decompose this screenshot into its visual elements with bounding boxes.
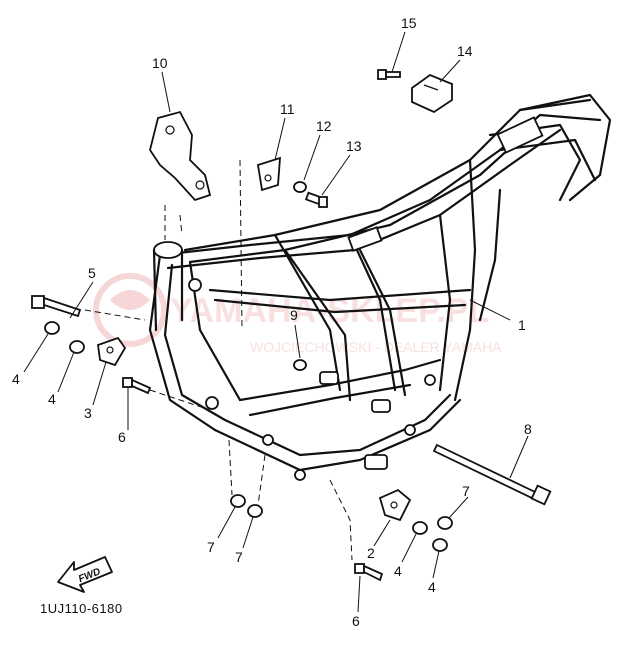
callout-13: 13 bbox=[346, 138, 362, 154]
callout-6a: 6 bbox=[118, 429, 126, 445]
part-13-bolt bbox=[304, 191, 328, 208]
callout-6b: 6 bbox=[352, 613, 360, 629]
main-frame bbox=[148, 93, 612, 481]
part-9-nut bbox=[293, 359, 307, 371]
leader-lines bbox=[23, 31, 529, 613]
watermark-sub: WOJCIECHOWSKI - DEALER YAMAHA bbox=[250, 339, 502, 355]
part-4-nuts bbox=[44, 321, 448, 552]
callout-4b: 4 bbox=[48, 391, 56, 407]
callout-5: 5 bbox=[88, 265, 96, 281]
part-2-bracket bbox=[378, 488, 412, 522]
diagram-code: 1UJ110-6180 bbox=[40, 601, 123, 616]
part-10-bracket bbox=[149, 110, 212, 240]
callout-4d: 4 bbox=[428, 579, 436, 595]
part-7-nuts bbox=[230, 494, 453, 530]
part-6-bolts bbox=[122, 377, 384, 582]
callout-7a: 7 bbox=[207, 539, 215, 555]
callout-7b: 7 bbox=[235, 549, 243, 565]
part-3-bracket bbox=[97, 336, 127, 367]
callout-7c: 7 bbox=[462, 483, 470, 499]
part-12-nut bbox=[293, 181, 307, 193]
fwd-arrow-icon: FWD bbox=[57, 556, 113, 593]
part-11-plate bbox=[239, 156, 281, 331]
callouts: 15 14 10 11 12 13 5 1 9 4 4 3 6 8 7 7 7 … bbox=[12, 15, 532, 629]
part-15-bolt bbox=[377, 69, 401, 80]
callout-3: 3 bbox=[84, 405, 92, 421]
callout-8: 8 bbox=[524, 421, 532, 437]
callout-4c: 4 bbox=[394, 563, 402, 579]
part-5-bolt bbox=[31, 295, 82, 318]
callout-2: 2 bbox=[367, 545, 375, 561]
part-8-long-bolt bbox=[432, 443, 552, 506]
callout-15: 15 bbox=[401, 15, 417, 31]
callout-11: 11 bbox=[280, 101, 295, 117]
assembly-guides bbox=[84, 309, 353, 561]
watermark: YAMAHA-SKLEP.PL WOJCIECHOWSKI - DEALER Y… bbox=[93, 273, 502, 355]
callout-4a: 4 bbox=[12, 371, 20, 387]
part-14-damper bbox=[411, 73, 453, 114]
callout-14: 14 bbox=[457, 43, 473, 59]
callout-12: 12 bbox=[316, 118, 332, 134]
callout-1: 1 bbox=[518, 317, 526, 333]
callout-10: 10 bbox=[152, 55, 168, 71]
callout-9: 9 bbox=[290, 307, 298, 323]
